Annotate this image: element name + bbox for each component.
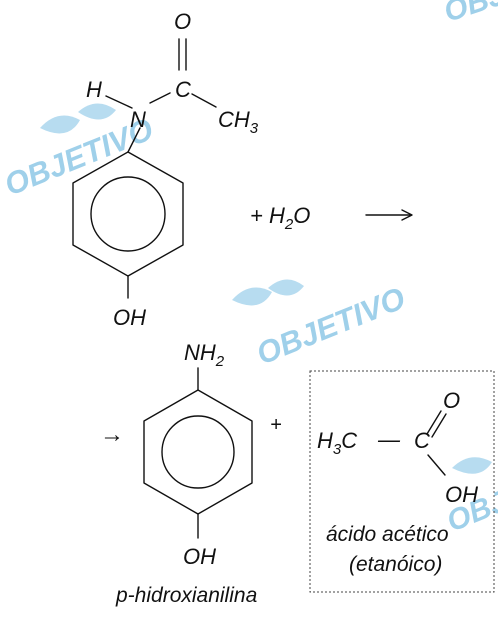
n-ring-bond bbox=[127, 127, 141, 153]
aromatic-circle bbox=[90, 176, 166, 252]
product-benzene-ring bbox=[143, 389, 253, 515]
n-c-bond bbox=[149, 92, 171, 104]
hydrogen-label: H bbox=[86, 77, 102, 102]
watermark-swoosh-icon bbox=[232, 287, 272, 306]
continuation-arrow: → bbox=[100, 421, 124, 448]
acid-carbon-label: C bbox=[414, 428, 430, 453]
dotted-frame bbox=[309, 370, 495, 593]
watermark-swoosh-icon bbox=[40, 115, 80, 134]
watermark-logo-center: OBJETIVO bbox=[232, 279, 410, 371]
acid-name-line1: ácido acético bbox=[326, 523, 449, 546]
acid-double-bond-a bbox=[431, 413, 447, 438]
methyl-label: CH3 bbox=[218, 107, 259, 137]
acid-single-bond: — bbox=[377, 427, 401, 452]
product-amine-molecule: → NH2 OH p-hidroxianilina bbox=[100, 340, 257, 607]
c-methyl-bond bbox=[191, 93, 217, 108]
acid-c-oh-bond bbox=[427, 454, 446, 476]
water-label: + H2O bbox=[250, 203, 310, 233]
acid-name-line2: (etanóico) bbox=[349, 553, 442, 576]
product-aromatic-circle bbox=[161, 415, 235, 489]
product-amine-name: p-hidroxianilina bbox=[115, 584, 257, 607]
watermark-group: OBJETIVO OBJETIVO OBJETIVO OBJETIVO bbox=[0, 0, 498, 538]
h-n-bond bbox=[105, 95, 133, 109]
reactant-hydroxyl-label: OH bbox=[113, 305, 146, 330]
acetic-acid-box: H3C — C O OH ácido acético (etanóico) bbox=[309, 370, 495, 593]
watermark-swoosh-icon bbox=[78, 103, 116, 120]
reactant-molecule: O H N C CH3 OH bbox=[72, 9, 259, 330]
acid-oxygen-label: O bbox=[443, 388, 460, 413]
watermark-logo-top-right: OBJETIVO bbox=[440, 0, 498, 29]
plus-sign: + bbox=[270, 414, 282, 436]
amide-oxygen-label: O bbox=[174, 9, 191, 34]
acid-hydroxyl-label: OH bbox=[445, 482, 478, 507]
watermark-swoosh-icon bbox=[268, 279, 304, 296]
carbonyl-carbon-label: C bbox=[175, 77, 191, 102]
acid-double-bond-b bbox=[426, 410, 442, 435]
svg-text:OBJETIVO: OBJETIVO bbox=[440, 0, 498, 29]
amine-label: NH2 bbox=[184, 340, 225, 370]
product-hydroxyl-label: OH bbox=[183, 544, 216, 569]
reaction-arrow-head-icon bbox=[401, 209, 413, 221]
nitrogen-label: N bbox=[130, 107, 146, 132]
watermark-swoosh-icon bbox=[452, 457, 492, 474]
acid-methyl-label: H3C bbox=[317, 428, 357, 458]
svg-text:OBJETIVO: OBJETIVO bbox=[252, 280, 410, 371]
water-reagent: + H2O bbox=[250, 203, 413, 233]
